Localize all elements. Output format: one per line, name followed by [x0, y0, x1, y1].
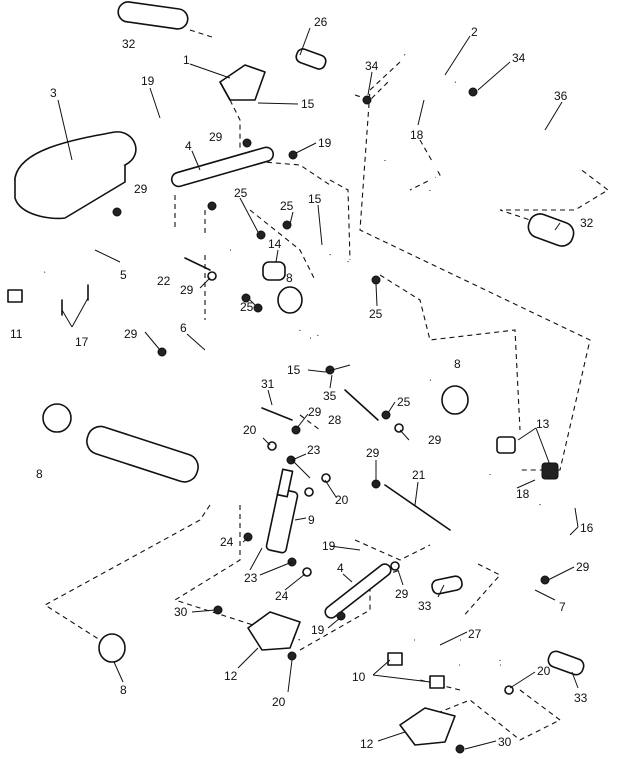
- callout-label: 4: [337, 561, 344, 575]
- callout-label: 9: [308, 513, 315, 527]
- callout-label: 19: [318, 136, 332, 150]
- callout-label: 7: [559, 600, 566, 614]
- callout-label: 18: [516, 487, 530, 501]
- callout-label: 36: [554, 89, 568, 103]
- callout-label: 13: [536, 417, 550, 431]
- callout-label: 29: [180, 283, 194, 297]
- callout-label: 5: [120, 268, 127, 282]
- callout-label: 15: [287, 363, 301, 377]
- callout-label: 24: [275, 589, 289, 603]
- callout-label: 15: [308, 192, 322, 206]
- callout-label: 26: [314, 15, 328, 29]
- callout-label: 2: [471, 25, 478, 39]
- callout-label: 30: [174, 605, 188, 619]
- part-8-end-caps: [42, 286, 469, 663]
- callout-label: 12: [360, 737, 374, 751]
- part-11-cap: [7, 289, 23, 303]
- callout-label: 19: [311, 623, 325, 637]
- callout-label: 6: [180, 321, 187, 335]
- callout-label: 16: [580, 521, 594, 535]
- callout-label: 32: [122, 37, 136, 51]
- assembly-guide-lines: [43, 29, 609, 741]
- callout-label: 20: [243, 423, 257, 437]
- callout-label: 3: [50, 86, 57, 100]
- callout-label: 25: [234, 186, 248, 200]
- hardware-nuts-washers: [112, 87, 550, 754]
- part-33-rollers: [431, 575, 585, 676]
- callout-label: 21: [412, 468, 426, 482]
- part-26-handle-bar: [216, 38, 352, 92]
- callout-label: 18: [410, 128, 424, 142]
- callout-label: 29: [395, 587, 409, 601]
- callout-label: 12: [224, 669, 238, 683]
- part-28-pin: [344, 389, 379, 421]
- callout-label: 19: [141, 74, 155, 88]
- part-31-pin: [261, 407, 293, 421]
- callout-label: 33: [418, 599, 432, 613]
- callout-label: 15: [301, 97, 315, 111]
- callout-leader-lines: [57, 27, 579, 750]
- part-7-lower-frame: [414, 474, 544, 669]
- part-6-main-frame: [86, 253, 433, 483]
- callout-label: 4: [185, 139, 192, 153]
- callout-label: 20: [272, 695, 286, 709]
- callout-label: 28: [328, 413, 342, 427]
- callout-label: 29: [209, 130, 223, 144]
- callout-label: 20: [335, 493, 349, 507]
- part-22-pin: [184, 257, 211, 271]
- part-4-link-arm-upper: [170, 146, 275, 188]
- callout-label: 8: [36, 467, 43, 481]
- part-4-link-arm-lower: [324, 563, 392, 619]
- callout-label: 29: [308, 405, 322, 419]
- part-21-axle-rod: [384, 484, 451, 531]
- part-10-caps: [387, 652, 445, 689]
- callout-label: 23: [307, 443, 321, 457]
- callout-label: 29: [124, 327, 138, 341]
- callout-label: 25: [369, 307, 383, 321]
- callout-label: 29: [576, 560, 590, 574]
- callout-label: 34: [512, 51, 526, 65]
- callout-label: 20: [537, 664, 551, 678]
- callout-label: 25: [240, 300, 254, 314]
- callout-labels: 32 26 2 34 34 36 1 3 19 15 18 4 29 19 29…: [10, 15, 594, 751]
- part-13-caps: [496, 436, 559, 480]
- callout-label: 29: [428, 433, 442, 447]
- callout-label: 29: [134, 182, 148, 196]
- part-2-upper-frame: [382, 51, 458, 191]
- callout-label: 31: [261, 377, 275, 391]
- callout-label: 11: [10, 327, 23, 341]
- callout-label: 33: [574, 691, 588, 705]
- part-32-roller-top-left: [117, 1, 189, 30]
- callout-label: 8: [286, 271, 293, 285]
- part-17-bolts: [61, 284, 89, 316]
- part-3-seat: [14, 131, 137, 220]
- callout-label: 17: [75, 335, 89, 349]
- callout-label: 22: [157, 274, 171, 288]
- callout-label: 30: [498, 735, 512, 749]
- part-12-pedals: [247, 611, 456, 746]
- callout-label: 32: [580, 216, 594, 230]
- callout-label: 25: [280, 199, 294, 213]
- callout-label: 27: [468, 627, 482, 641]
- part-36-curved-handle: [476, 88, 582, 169]
- part-5-seat-frame: [41, 218, 232, 278]
- callout-label: 24: [220, 535, 234, 549]
- part-1-bracket: [219, 64, 266, 101]
- callout-label: 29: [366, 446, 380, 460]
- part-9-shock-absorber: [265, 468, 299, 554]
- callout-label: 10: [352, 670, 366, 684]
- part-32-roller-right: [527, 213, 575, 247]
- callout-label: 8: [454, 357, 461, 371]
- callout-label: 25: [397, 395, 411, 409]
- callout-label: 34: [365, 59, 379, 73]
- part-14-sleeve: [262, 261, 286, 281]
- callout-label: 19: [322, 539, 336, 553]
- callout-label: 8: [120, 683, 127, 697]
- callout-label: 14: [268, 237, 282, 251]
- callout-label: 23: [244, 571, 258, 585]
- callout-label: 35: [323, 389, 337, 403]
- callout-label: 1: [183, 53, 190, 67]
